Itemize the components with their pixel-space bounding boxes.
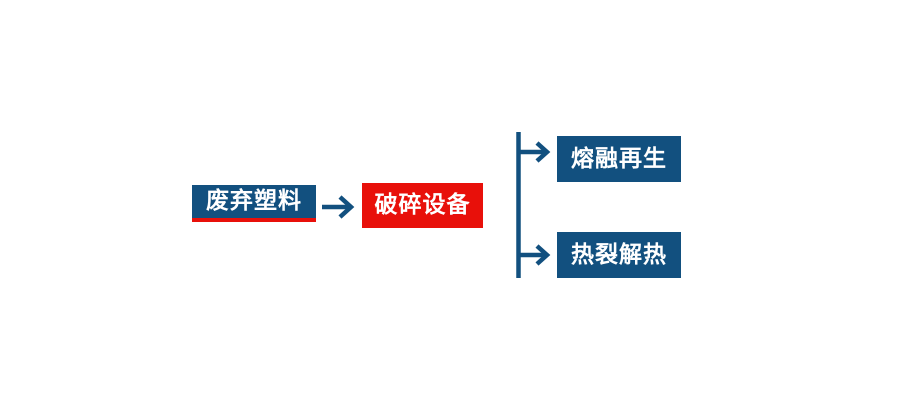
node-pyrolysis[interactable]: 热裂解热 — [557, 232, 681, 278]
node-waste-plastic-label: 废弃塑料 — [206, 188, 302, 214]
node-waste-plastic[interactable]: 废弃塑料 — [192, 185, 316, 222]
arrow-waste-to-crusher — [318, 190, 364, 224]
node-melt-regeneration-label: 熔融再生 — [571, 145, 667, 172]
right-arrow-icon — [322, 195, 355, 219]
node-crusher[interactable]: 破碎设备 — [362, 183, 483, 228]
node-pyrolysis-label: 热裂解热 — [571, 241, 667, 268]
node-crusher-label: 破碎设备 — [374, 192, 471, 218]
branch-arrows-icon — [516, 132, 551, 278]
branch-connector — [505, 126, 565, 286]
node-melt-regeneration[interactable]: 熔融再生 — [557, 136, 681, 182]
